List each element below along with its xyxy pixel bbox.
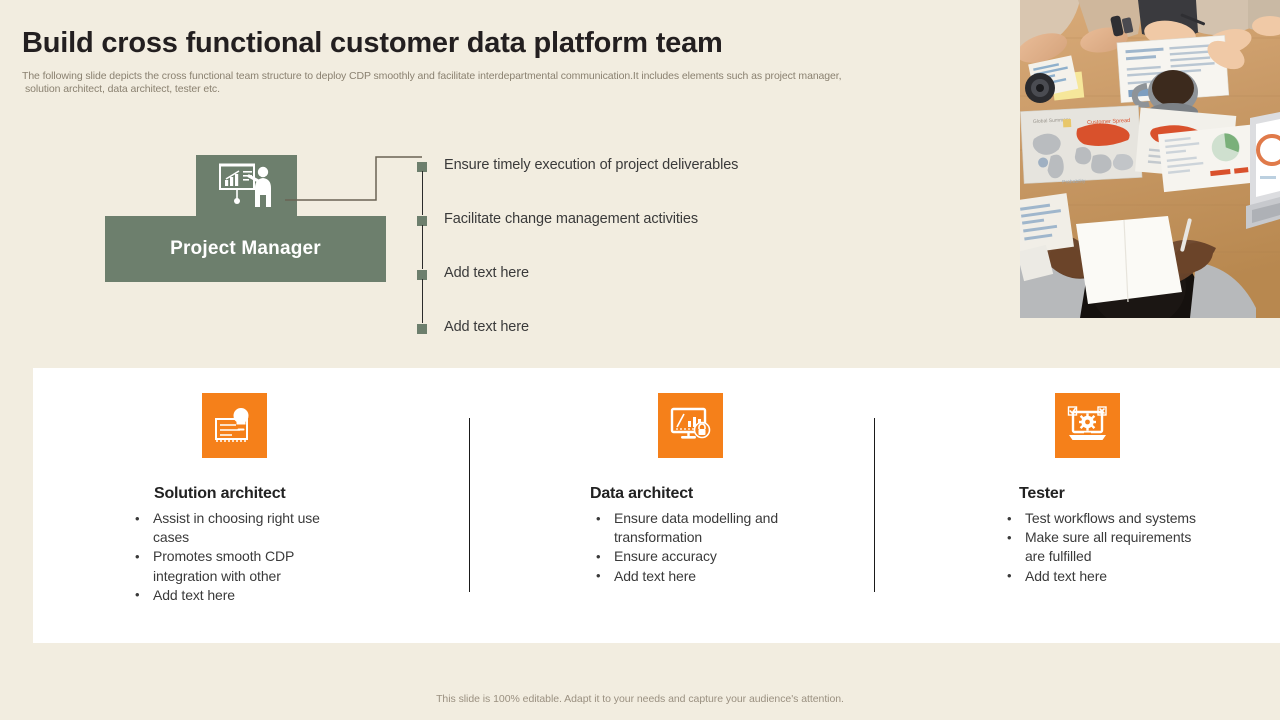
page-subtitle-line-2: solution architect, data architect, test…	[25, 83, 220, 95]
column-divider	[874, 418, 876, 592]
project-manager-icon-tile	[196, 155, 297, 217]
svg-text:Customer Spread: Customer Spread	[1087, 118, 1130, 126]
role-title: Data architect	[590, 485, 694, 502]
list-item[interactable]: Facilitate change management activities	[414, 211, 834, 269]
monitor-chart-lock-icon	[670, 407, 711, 439]
laptop-gear-check-icon	[1067, 406, 1107, 440]
square-bullet-icon	[417, 216, 427, 226]
role-bullet-list: Ensure data modelling and transformation…	[590, 508, 805, 586]
list-item: Ensure accuracy	[590, 547, 805, 566]
page-subtitle-line-1: The following slide depicts the cross fu…	[22, 70, 842, 82]
role-bullet-list: Assist in choosing right use cases Promo…	[129, 508, 339, 605]
list-item: Add text here	[590, 566, 805, 586]
svg-text:Probability: Probability	[1062, 178, 1086, 185]
list-item: Test workflows and systems	[1001, 508, 1201, 528]
connector-stem	[421, 225, 423, 269]
connector-stem	[421, 171, 423, 215]
responsibility-text: Ensure timely execution of project deliv…	[444, 157, 739, 173]
list-item[interactable]: Ensure timely execution of project deliv…	[414, 157, 834, 215]
footer-note: This slide is 100% editable. Adapt it to…	[436, 693, 844, 705]
list-item: Make sure all requirements are fulfilled	[1001, 528, 1201, 566]
responsibility-text: Add text here	[444, 319, 529, 335]
square-bullet-icon	[417, 162, 427, 172]
column-divider	[469, 418, 471, 592]
list-item: Add text here	[129, 585, 339, 605]
presentation-board-icon	[219, 163, 271, 207]
project-manager-responsibility-list: Ensure timely execution of project deliv…	[414, 157, 834, 374]
project-manager-box[interactable]: Project Manager	[105, 216, 386, 282]
responsibility-text: Facilitate change management activities	[444, 211, 699, 227]
page-subtitle: The following slide depicts the cross fu…	[22, 70, 987, 96]
project-manager-label: Project Manager	[170, 238, 321, 259]
page-title: Build cross functional customer data pla…	[22, 27, 723, 59]
role-card-solution-architect[interactable]: Solution architect Assist in choosing ri…	[33, 368, 470, 643]
role-title: Solution architect	[154, 485, 286, 502]
connector-line	[285, 156, 422, 201]
list-item: Assist in choosing right use cases	[129, 508, 339, 547]
list-item: Promotes smooth CDP integration with oth…	[129, 547, 339, 585]
tester-icon-tile	[1055, 393, 1120, 458]
responsibility-text: Add text here	[444, 265, 529, 281]
svg-text:Global Summary: Global Summary	[1033, 117, 1071, 125]
role-card-data-architect[interactable]: Data architect Ensure data modelling and…	[470, 368, 875, 643]
role-bullet-list: Test workflows and systems Make sure all…	[1001, 508, 1201, 586]
list-item: Ensure data modelling and transformation	[590, 508, 805, 547]
lightbulb-blueprint-icon	[215, 408, 249, 442]
role-title: Tester	[1019, 485, 1065, 502]
square-bullet-icon	[417, 324, 427, 334]
solution-architect-icon-tile	[202, 393, 267, 458]
list-item: Add text here	[1001, 566, 1201, 586]
list-item[interactable]: Add text here	[414, 265, 834, 323]
connector-stem	[421, 279, 423, 323]
roles-panel: Solution architect Assist in choosing ri…	[33, 368, 1280, 643]
data-architect-icon-tile	[658, 393, 723, 458]
square-bullet-icon	[417, 270, 427, 280]
team-meeting-photo: Global Summary Customer Spread Probabili…	[1020, 0, 1280, 318]
list-item[interactable]: Add text here	[414, 319, 834, 374]
role-card-tester[interactable]: Tester Test workflows and systems Make s…	[875, 368, 1280, 643]
